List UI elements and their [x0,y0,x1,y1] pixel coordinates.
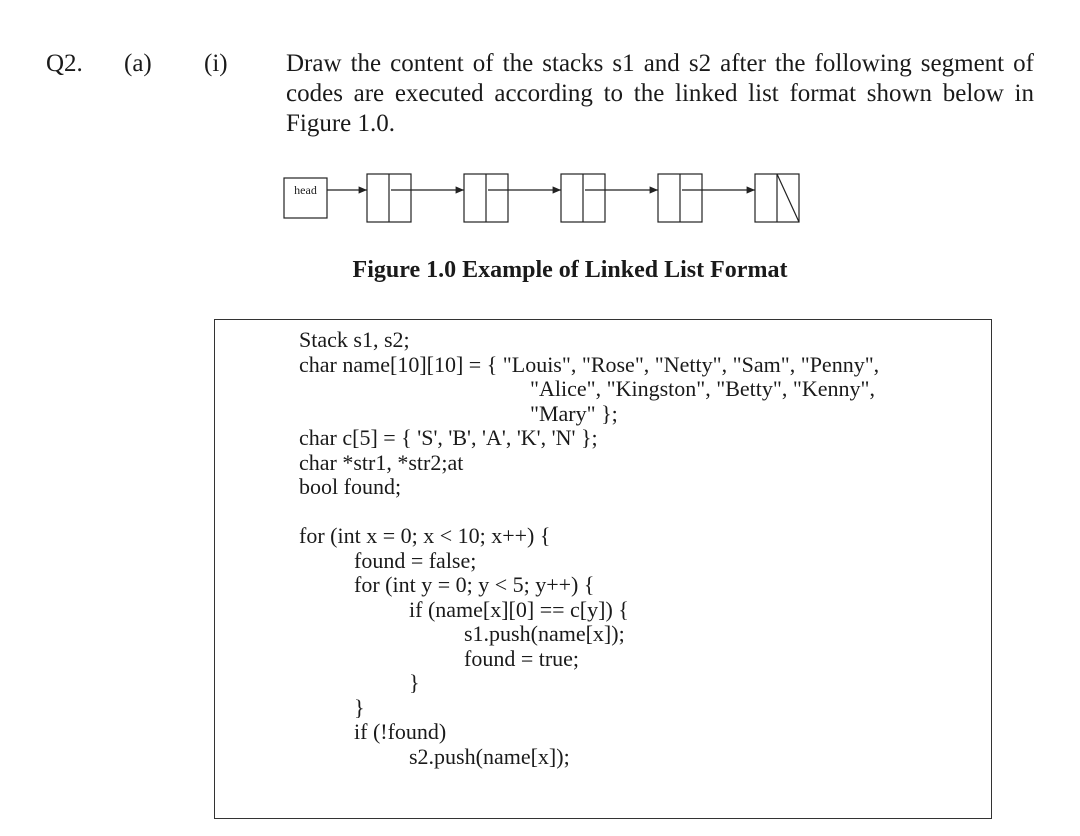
code-line [299,500,879,525]
question-subpart: (i) [204,50,228,77]
code-line: char c[5] = { 'S', 'B', 'A', 'K', 'N' }; [299,425,598,450]
question-text-line: codes are executed according to the link… [286,80,1034,107]
linked-list-diagram: head [280,168,820,230]
question-text: Draw the content of the stacks s1 and s2… [286,49,1034,139]
code-line: if (!found) [299,719,447,744]
code-lines: Stack s1, s2;char name[10][10] = { "Loui… [299,327,880,769]
code-line: } [299,694,365,720]
code-line: found = true; [299,645,580,671]
question-part: (a) [124,50,152,77]
code-line: "Mary" }; [299,400,618,426]
code-block: Stack s1, s2;char name[10][10] = { "Loui… [214,319,992,819]
code-line: "Alice", "Kingston", "Betty", "Kenny", [299,376,875,401]
question-text-line: Figure 1.0. [286,110,396,137]
code-line: char *str1, *str2;at [299,449,464,475]
code-line: } [299,670,420,695]
code-line: s2.push(name[x]); [299,743,570,769]
code-line: found = false; [299,547,477,573]
code-line: for (int x = 0; x < 10; x++) { [299,523,551,548]
code-line: char name[10][10] = { "Louis", "Rose", "… [299,351,880,377]
code-line: Stack s1, s2; [299,327,410,352]
head-box [283,177,328,219]
code-line: s1.push(name[x]); [299,621,625,646]
question-text-line: Draw the content of the stacks s1 and s2… [286,50,1034,77]
code-line: for (int y = 0; y < 5; y++) { [299,572,595,597]
null-pointer [776,173,800,223]
code-line: if (name[x][0] == c[y]) { [299,596,629,622]
code-line: bool found; [299,474,402,499]
head-label: head [294,183,317,197]
question-number: Q2. [46,50,83,77]
figure-caption: Figure 1.0 Example of Linked List Format [352,257,788,283]
